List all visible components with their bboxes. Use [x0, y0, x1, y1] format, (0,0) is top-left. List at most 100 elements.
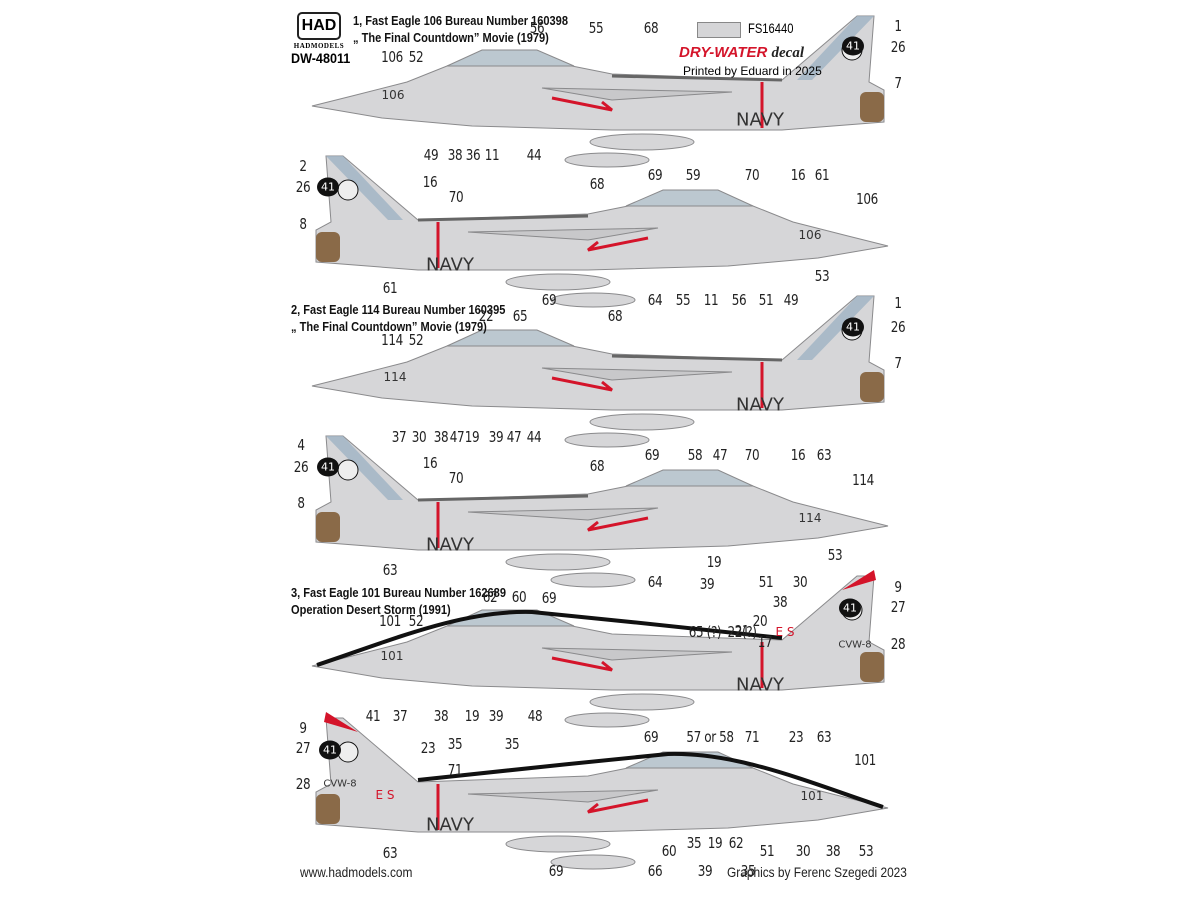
- decal-callout-number: 38: [772, 593, 788, 611]
- decal-callout-number: 23: [788, 728, 804, 746]
- red-stripe: [551, 376, 613, 392]
- section-2-title: 2, Fast Eagle 114 Bureau Number 160395 „…: [291, 301, 505, 335]
- website-link[interactable]: www.hadmodels.com: [300, 864, 413, 880]
- aircraft-marking: 41: [317, 457, 339, 477]
- tail-stripe: [326, 436, 403, 500]
- aircraft-marking: NAVY: [426, 814, 474, 836]
- decal-callout-number: 38: [825, 842, 841, 860]
- logo-subtitle: HADMODELS: [293, 42, 345, 50]
- decal-callout-number: 63: [382, 844, 398, 862]
- decal-callout-number: 71: [744, 728, 760, 746]
- spine: [611, 74, 783, 82]
- decal-callout-number: 52: [408, 612, 424, 630]
- decal-callout-number: 16: [790, 166, 806, 184]
- decal-callout-number: 11: [703, 291, 719, 309]
- engine-nozzle: [316, 794, 340, 824]
- decal-callout-number: 59: [685, 166, 701, 184]
- brand-suffix: decal: [771, 45, 804, 61]
- dry-water-brand: DRY-WATER decal: [679, 44, 804, 62]
- decal-callout-number: 39: [488, 428, 504, 446]
- section-title-line2: Operation Desert Storm (1991): [291, 602, 451, 617]
- decal-callout-number: 71: [447, 761, 463, 779]
- aircraft-profile: [315, 712, 889, 870]
- decal-callout-number: 55: [588, 19, 604, 37]
- aircraft-marking: 101: [800, 789, 824, 803]
- decal-callout-number: 16: [422, 173, 438, 191]
- decal-callout-number: 30: [795, 842, 811, 860]
- decal-callout-number: 35: [447, 735, 463, 753]
- decal-callout-number: 35: [740, 862, 756, 880]
- aircraft-marking: CVW-8: [838, 639, 872, 651]
- decal-callout-number: 41: [365, 707, 381, 725]
- spine: [417, 751, 884, 809]
- decal-callout-number: 52: [408, 331, 424, 349]
- aircraft-marking: NAVY: [426, 534, 474, 556]
- decal-callout-number: 44: [526, 146, 542, 164]
- decal-callout-number: 53: [827, 546, 843, 564]
- section-3-title: 3, Fast Eagle 101 Bureau Number 162689 O…: [291, 584, 506, 618]
- decal-callout-number: 11: [484, 146, 500, 164]
- decal-callout-number: 19: [706, 553, 722, 571]
- section-1-title: 1, Fast Eagle 106 Bureau Number 160398 „…: [353, 12, 568, 46]
- decal-callout-number: 22(?): [727, 623, 757, 641]
- red-tail-tip: [324, 712, 358, 732]
- tail-stripe: [797, 16, 874, 80]
- drop-tank: [505, 273, 611, 291]
- wing-glove: [541, 367, 733, 381]
- decal-callout-number: 101: [854, 751, 876, 769]
- hadmodels-logo: HAD HADMODELS: [291, 12, 347, 50]
- decal-callout-number: 35: [686, 834, 702, 852]
- decal-callout-number: 4: [297, 436, 305, 454]
- decal-callout-number: 39: [488, 707, 504, 725]
- aircraft-marking: NAVY: [736, 674, 784, 696]
- decal-callout-number: 69: [548, 862, 564, 880]
- aircraft-profile: [311, 570, 885, 728]
- red-stripe: [587, 516, 649, 532]
- decal-callout-number: 69: [643, 728, 659, 746]
- squadron-badge: [337, 459, 359, 481]
- aircraft-marking: CVW-8: [323, 778, 357, 790]
- decal-callout-number: 61: [814, 166, 830, 184]
- decal-callout-number: 51: [758, 573, 774, 591]
- wing-glove: [467, 507, 659, 521]
- decal-callout-number: 38: [433, 428, 449, 446]
- aircraft-marking: E S: [375, 788, 395, 802]
- brand-name: DRY-WATER: [679, 44, 768, 61]
- engine-nozzle: [860, 652, 884, 682]
- decal-callout-number: 69: [541, 291, 557, 309]
- fs-color-code: FS16440: [748, 20, 794, 36]
- decal-callout-number: 17: [757, 633, 773, 651]
- drop-tank: [505, 553, 611, 571]
- decal-callout-number: 60: [661, 842, 677, 860]
- decal-callout-number: 22: [478, 307, 494, 325]
- decal-callout-number: 26: [890, 318, 906, 336]
- spine: [316, 609, 783, 667]
- drop-tank: [589, 133, 695, 151]
- drop-tank: [564, 432, 650, 448]
- decal-callout-number: 38: [447, 146, 463, 164]
- decal-callout-number: 8: [299, 215, 307, 233]
- decal-callout-number: 44: [526, 428, 542, 446]
- decal-callout-number: 69: [644, 446, 660, 464]
- drop-tank: [550, 572, 636, 588]
- drop-tank: [550, 854, 636, 870]
- aircraft-marking: NAVY: [736, 394, 784, 416]
- squadron-badge: [337, 179, 359, 201]
- drop-tank: [589, 693, 695, 711]
- aircraft-profile: [315, 435, 889, 588]
- decal-callout-number: 62: [728, 834, 744, 852]
- decal-callout-number: 62: [482, 588, 498, 606]
- decal-callout-number: 63: [382, 561, 398, 579]
- decal-callout-number: 9: [299, 719, 307, 737]
- decal-callout-number: 70: [448, 469, 464, 487]
- decal-callout-number: 56: [731, 291, 747, 309]
- decal-callout-number: 58: [687, 446, 703, 464]
- section-title-line1: 2, Fast Eagle 114 Bureau Number 160395: [291, 302, 506, 317]
- decal-callout-number: 20: [752, 612, 768, 630]
- decal-callout-number: 19: [464, 428, 480, 446]
- aircraft-profile: [315, 155, 889, 308]
- decal-callout-number: 57 or 58: [686, 728, 734, 746]
- decal-callout-number: 38: [433, 707, 449, 725]
- decal-callout-number: 49: [783, 291, 799, 309]
